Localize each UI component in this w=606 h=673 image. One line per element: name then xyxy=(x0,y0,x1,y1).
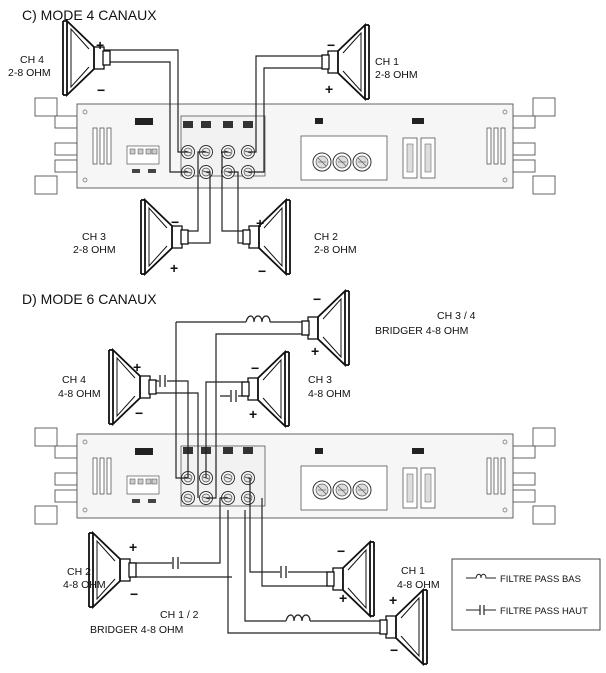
minus-sign: − xyxy=(97,82,105,98)
ch4-label-d: CH 4 xyxy=(62,374,86,386)
minus-sign: − xyxy=(135,405,143,421)
ch4-ohm-c: 2-8 OHM xyxy=(8,67,51,79)
speaker-ch1-d xyxy=(326,541,375,617)
plus-sign: + xyxy=(339,590,347,606)
minus-sign: − xyxy=(327,37,335,53)
minus-sign: − xyxy=(171,214,179,230)
minus-sign: − xyxy=(258,263,266,279)
ch1-ohm-c: 2-8 OHM xyxy=(375,69,418,81)
control-knobs-c xyxy=(312,152,372,172)
minus-sign: − xyxy=(130,586,138,602)
plus-sign: + xyxy=(96,37,104,53)
low-pass-filter-ch12 xyxy=(285,614,311,625)
ch2-ohm-c: 2-8 OHM xyxy=(314,244,357,256)
speaker-ch3-c xyxy=(141,200,188,274)
ch3-ohm-d: 4-8 OHM xyxy=(308,388,351,400)
ch34-label-d: CH 3 / 4 xyxy=(437,310,476,322)
ch3-label-d: CH 3 xyxy=(308,374,332,386)
section-title-c: C) MODE 4 CANAUX xyxy=(22,7,157,23)
ch4-label-c: CH 4 xyxy=(20,54,44,66)
terminal-block-c xyxy=(181,121,255,179)
speaker-ch12-d xyxy=(379,589,428,665)
ch12-ohm-d: BRIDGER 4-8 OHM xyxy=(90,624,183,636)
ch2-ohm-d: 4-8 OHM xyxy=(63,579,106,591)
filter-legend: FILTRE PASS BAS FILTRE PASS HAUT xyxy=(451,558,601,631)
ch1-ohm-d: 4-8 OHM xyxy=(397,579,440,591)
minus-sign: − xyxy=(337,543,345,559)
minus-sign: − xyxy=(390,642,398,658)
section-title-d: D) MODE 6 CANAUX xyxy=(22,291,157,307)
ch1-label-d: CH 1 xyxy=(401,565,425,577)
low-pass-legend-label: FILTRE PASS BAS xyxy=(500,574,581,585)
plus-sign: + xyxy=(133,359,141,375)
plus-sign: + xyxy=(389,592,397,608)
high-pass-filter-ch4 xyxy=(159,375,167,387)
amplifier-4ch xyxy=(34,97,556,195)
plus-sign: + xyxy=(256,215,264,231)
plus-sign: + xyxy=(325,81,333,97)
ch2-label-d: CH 2 xyxy=(67,566,91,578)
ch34-ohm-d: BRIDGER 4-8 OHM xyxy=(375,325,468,337)
ch2-label-c: CH 2 xyxy=(314,231,338,243)
high-pass-filter-ch2 xyxy=(172,557,180,569)
plus-sign: + xyxy=(249,406,257,422)
control-knobs-d xyxy=(312,480,372,500)
minus-sign: − xyxy=(313,291,321,307)
plus-sign: + xyxy=(170,260,178,276)
low-pass-filter-ch34 xyxy=(245,315,271,326)
plus-sign: + xyxy=(311,343,319,359)
minus-sign: − xyxy=(251,360,259,376)
ch3-ohm-c: 2-8 OHM xyxy=(73,244,116,256)
ch12-label-d: CH 1 / 2 xyxy=(160,609,199,621)
ch3-label-c: CH 3 xyxy=(82,231,106,243)
high-pass-filter-ch3 xyxy=(230,390,238,402)
ch4-ohm-d: 4-8 OHM xyxy=(58,388,101,400)
speaker-ch34-d xyxy=(301,290,350,366)
high-pass-filter-ch1 xyxy=(280,566,288,578)
ch1-label-c: CH 1 xyxy=(375,56,399,68)
high-pass-legend-label: FILTRE PASS HAUT xyxy=(500,606,588,617)
amplifier-6ch xyxy=(34,427,556,525)
plus-sign: + xyxy=(129,539,137,555)
speaker-ch2-c xyxy=(242,199,291,275)
